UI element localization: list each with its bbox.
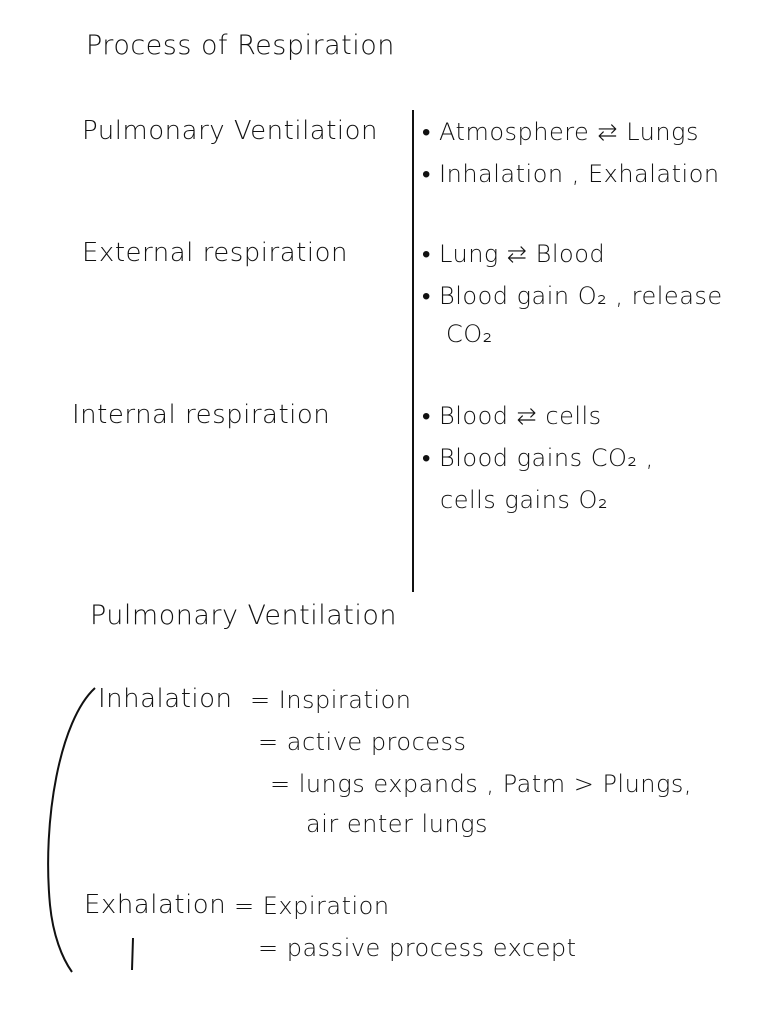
inhalation-line-2: = active process (258, 728, 467, 756)
term-internal-respiration: Internal respiration (72, 400, 331, 430)
inhalation-line-4: air enter lungs (306, 810, 489, 838)
inhalation-line-1: = Inspiration (250, 686, 412, 714)
point-co2-cont: CO₂ (446, 320, 493, 348)
point-atmosphere-lungs: • Atmosphere ⇄ Lungs (422, 118, 699, 146)
exhalation-tick (131, 937, 134, 971)
point-blood-gain-o2: • Blood gain O₂ , release (422, 282, 723, 310)
point-cells-gain-o2: cells gains O₂ (440, 486, 609, 514)
point-blood-gains-co2: • Blood gains CO₂ , (422, 444, 654, 472)
point-blood-cells: • Blood ⇄ cells (422, 402, 602, 430)
exhalation-line-2: = passive process except (258, 934, 577, 962)
point-inhalation-exhalation: • Inhalation , Exhalation (422, 160, 720, 188)
inhalation-label: Inhalation (98, 684, 233, 714)
page-title: Process of Respiration (86, 30, 395, 61)
bracket-curve (47, 687, 96, 973)
term-pulmonary-ventilation: Pulmonary Ventilation (82, 116, 379, 146)
section-heading: Pulmonary Ventilation (90, 600, 398, 631)
exhalation-label: Exhalation (84, 890, 227, 920)
exhalation-line-1: = Expiration (234, 892, 390, 920)
point-lung-blood: • Lung ⇄ Blood (422, 240, 606, 268)
inhalation-line-3: = lungs expands , Patm > Plungs, (270, 770, 693, 798)
term-external-respiration: External respiration (82, 238, 348, 268)
